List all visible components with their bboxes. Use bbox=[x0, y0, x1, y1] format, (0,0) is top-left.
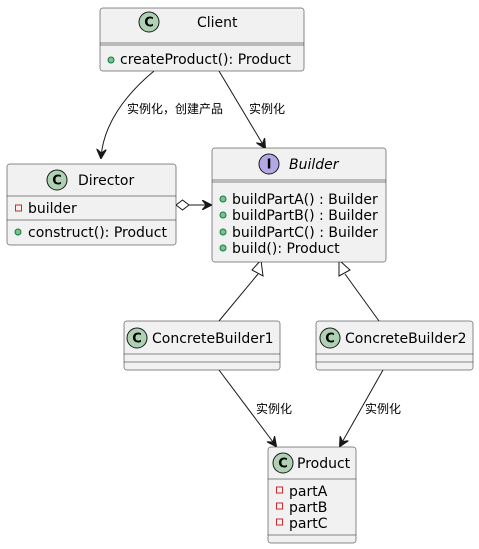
class-c-icon bbox=[319, 327, 341, 349]
edge-client-director: 实例化，创建产品 bbox=[101, 70, 223, 158]
class-name: Director bbox=[78, 173, 134, 189]
svg-text:C: C bbox=[325, 332, 335, 347]
class-client[interactable]: C Client createProduct(): Product bbox=[99, 7, 305, 72]
private-field-icon bbox=[276, 518, 283, 526]
class-product[interactable]: C Product partA partB partC bbox=[267, 446, 357, 544]
svg-text:C: C bbox=[52, 174, 62, 189]
public-method-icon bbox=[107, 56, 115, 64]
method-label: buildPartB() : Builder bbox=[232, 208, 378, 224]
class-c-icon bbox=[126, 327, 148, 349]
edge-cb1-product: 实例化 bbox=[218, 369, 292, 446]
edge-client-builder: 实例化 bbox=[218, 70, 285, 148]
method-label: createProduct(): Product bbox=[120, 52, 291, 68]
edge-label-client-director: 实例化，创建产品 bbox=[127, 101, 223, 116]
private-field-icon bbox=[276, 502, 283, 510]
field-label: partA bbox=[289, 484, 328, 500]
edge-cb2-product: 实例化 bbox=[340, 369, 401, 446]
private-field-icon bbox=[276, 486, 283, 494]
method-label: buildPartC() : Builder bbox=[232, 225, 378, 241]
interface-builder[interactable]: I Builder buildPartA() : Builder buildPa… bbox=[211, 147, 387, 263]
edge-cb1-builder-inheritance bbox=[218, 258, 264, 322]
field-label: partB bbox=[289, 500, 327, 516]
svg-text:I: I bbox=[267, 158, 272, 173]
class-c-icon bbox=[138, 11, 160, 33]
class-name: ConcreteBuilder2 bbox=[345, 331, 467, 347]
edge-director-builder-aggregation bbox=[175, 199, 211, 211]
svg-text:C: C bbox=[132, 332, 142, 347]
edge-label-client-builder: 实例化 bbox=[249, 101, 285, 116]
public-method-icon bbox=[219, 211, 227, 219]
class-c-icon bbox=[272, 452, 294, 474]
class-concrete-builder1[interactable]: C ConcreteBuilder1 bbox=[123, 320, 281, 371]
aggregation-diamond-icon bbox=[175, 199, 190, 211]
class-name: Product bbox=[297, 456, 351, 472]
public-method-icon bbox=[219, 228, 227, 236]
public-method-icon bbox=[219, 195, 227, 203]
public-method-icon bbox=[219, 244, 227, 252]
method-label: buildPartA() : Builder bbox=[232, 192, 378, 208]
edge-cb2-builder-inheritance bbox=[338, 258, 380, 322]
field-label: builder bbox=[28, 201, 77, 217]
class-concrete-builder2[interactable]: C ConcreteBuilder2 bbox=[315, 320, 474, 371]
class-director[interactable]: C Director builder construct(): Product bbox=[6, 163, 177, 246]
inheritance-triangle-icon bbox=[251, 258, 264, 277]
edge-label-cb2-product: 实例化 bbox=[365, 401, 401, 416]
method-label: build(): Product bbox=[232, 241, 340, 257]
public-method-icon bbox=[14, 228, 22, 236]
private-field-icon bbox=[15, 204, 22, 212]
class-name: Client bbox=[197, 15, 238, 31]
field-label: partC bbox=[289, 516, 328, 532]
interface-i-icon bbox=[258, 153, 280, 175]
class-name: ConcreteBuilder1 bbox=[152, 331, 274, 347]
method-label: construct(): Product bbox=[28, 225, 167, 241]
svg-text:C: C bbox=[144, 16, 154, 31]
svg-text:C: C bbox=[278, 457, 288, 472]
edge-label-cb1-product: 实例化 bbox=[256, 401, 292, 416]
inheritance-triangle-icon bbox=[338, 258, 351, 277]
class-c-icon bbox=[46, 169, 68, 191]
interface-name: Builder bbox=[289, 157, 340, 173]
